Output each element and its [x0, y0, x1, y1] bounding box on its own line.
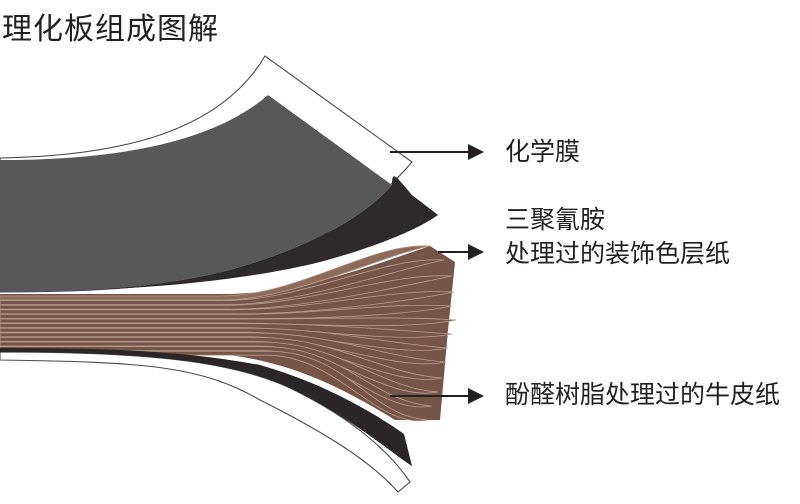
label-decor-line-1: 三聚氰胺	[505, 205, 606, 234]
grey-top-sheet	[0, 95, 392, 292]
dark-wrap-sheet	[0, 176, 438, 292]
kraft-sheet	[0, 291, 455, 315]
arrow-decor	[438, 244, 484, 260]
label-chemical-film: 化学膜	[505, 137, 581, 166]
kraft-sheet	[0, 259, 445, 306]
bottom-dark-sheet	[0, 348, 412, 466]
kraft-sheet	[0, 275, 453, 310]
label-decor-paper: 三聚氰胺 处理过的装饰色层纸	[505, 203, 730, 271]
arrow-film	[390, 144, 484, 160]
kraft-paper-fan	[0, 245, 457, 422]
page-title: 理化板组成图解	[2, 12, 219, 47]
label-kraft-paper: 酚醛树脂处理过的牛皮纸	[505, 380, 781, 409]
label-decor-line-2: 处理过的装饰色层纸	[505, 239, 731, 268]
kraft-sheet	[0, 245, 431, 301]
bottom-film-layer	[0, 351, 411, 493]
arrow-kraft	[390, 388, 484, 404]
kraft-sheet	[0, 350, 429, 422]
